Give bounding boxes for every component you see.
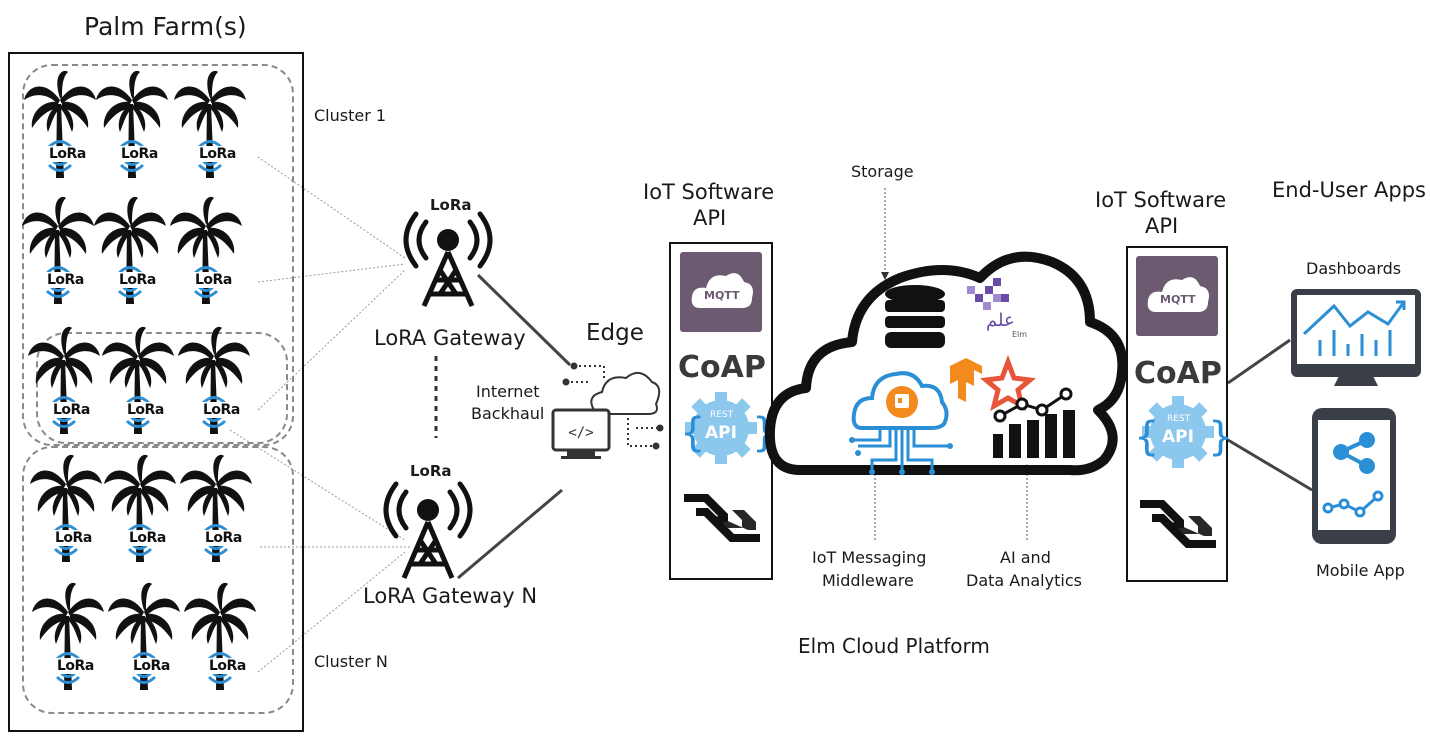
lora-sensor-label: LoRa: [52, 402, 91, 418]
lora-sensor-label: LoRa: [194, 272, 233, 288]
palm-tree-sensor: [24, 70, 96, 180]
rest-label-left: REST: [710, 410, 734, 420]
palm-tree-sensor: [174, 70, 246, 180]
palm-tree-icon: [104, 454, 176, 562]
palm-tree-icon: [108, 582, 180, 690]
lora-sensor-label: LoRa: [46, 272, 85, 288]
lora-sensor-label: LoRa: [204, 530, 243, 546]
palm-tree-sensor: [94, 196, 166, 306]
ai-label-line1: AI and: [1000, 548, 1051, 567]
palm-tree-sensor: [96, 70, 168, 180]
messaging-label-line1: IoT Messaging: [812, 548, 927, 567]
gateway-n-label: LoRA Gateway N: [363, 584, 538, 608]
lora-sensor-label: LoRa: [48, 146, 87, 162]
palm-tree-icon: [102, 326, 174, 434]
farm-frame: [8, 52, 304, 732]
palm-tree-sensor: [180, 454, 252, 564]
lora-sensor-label: LoRa: [118, 272, 157, 288]
cluster-mid-outline: [36, 332, 288, 444]
dashboards-label: Dashboards: [1306, 259, 1402, 278]
coap-label-left: CoAP: [678, 350, 766, 385]
palm-tree-sensor: [104, 454, 176, 564]
palm-tree-sensor: [32, 582, 104, 692]
palm-tree-icon: [32, 582, 104, 690]
palm-tree-icon: [22, 196, 94, 304]
mqtt-label-right: MQTT: [1160, 293, 1196, 306]
elm-logo-text: Elm: [1012, 330, 1028, 339]
api-label-left: API: [705, 423, 737, 443]
palm-tree-sensor: [30, 454, 102, 564]
palm-tree-icon: [30, 454, 102, 562]
palm-tree-icon: [180, 454, 252, 562]
api-left-title-line1: IoT Software: [643, 180, 775, 204]
palm-tree-sensor: [108, 582, 180, 692]
palm-tree-icon: [170, 196, 242, 304]
api-right-title-line1: IoT Software: [1095, 188, 1227, 212]
api-label-right: API: [1162, 427, 1194, 447]
lora-sensor-label: LoRa: [128, 530, 167, 546]
mobile-app-label: Mobile App: [1316, 561, 1405, 580]
ai-label-line2: Data Analytics: [966, 571, 1082, 590]
lora-sensor-label: LoRa: [202, 402, 241, 418]
lora-sensor-label: LoRa: [198, 146, 237, 162]
palm-tree-sensor: [178, 326, 250, 436]
mqtt-label-left: MQTT: [704, 289, 740, 302]
palm-tree-icon: [28, 326, 100, 434]
palm-tree-sensor: [22, 196, 94, 306]
gateway-1-label: LoRA Gateway: [374, 326, 526, 350]
backhaul-label-line1: Internet: [476, 382, 540, 401]
palm-tree-icon: [174, 70, 246, 178]
palm-tree-sensor: [102, 326, 174, 436]
palm-tree-icon: [178, 326, 250, 434]
api-right-box: [1126, 246, 1228, 582]
cluster-n-outline: [22, 446, 294, 714]
cluster-1-label: Cluster 1: [314, 106, 387, 125]
edge-title: Edge: [586, 320, 644, 346]
messaging-label-line2: Middleware: [822, 571, 914, 590]
cluster-1-outline: [22, 64, 294, 446]
palm-tree-sensor: [170, 196, 242, 306]
coap-label-right: CoAP: [1134, 356, 1222, 391]
apps-title: End-User Apps: [1272, 178, 1426, 202]
gateway-1-badge: LoRa: [430, 196, 472, 214]
cluster-n-label: Cluster N: [314, 652, 388, 671]
storage-label: Storage: [851, 162, 914, 181]
platform-label: Elm Cloud Platform: [798, 634, 990, 658]
palm-tree-sensor: [28, 326, 100, 436]
palm-tree-icon: [96, 70, 168, 178]
lora-sensor-label: LoRa: [54, 530, 93, 546]
farm-title: Palm Farm(s): [84, 12, 247, 41]
lora-sensor-label: LoRa: [120, 146, 159, 162]
api-right-title-line2: API: [1145, 214, 1179, 238]
lora-sensor-label: LoRa: [208, 658, 247, 674]
palm-tree-icon: [24, 70, 96, 178]
palm-tree-icon: [94, 196, 166, 304]
gateway-n-badge: LoRa: [410, 462, 452, 480]
palm-tree-icon: [184, 582, 256, 690]
rest-label-right: REST: [1167, 414, 1191, 424]
lora-sensor-label: LoRa: [56, 658, 95, 674]
api-left-title-line2: API: [693, 206, 727, 230]
lora-sensor-label: LoRa: [132, 658, 171, 674]
palm-tree-sensor: [184, 582, 256, 692]
lora-sensor-label: LoRa: [126, 402, 165, 418]
backhaul-label-line2: Backhaul: [471, 404, 545, 423]
